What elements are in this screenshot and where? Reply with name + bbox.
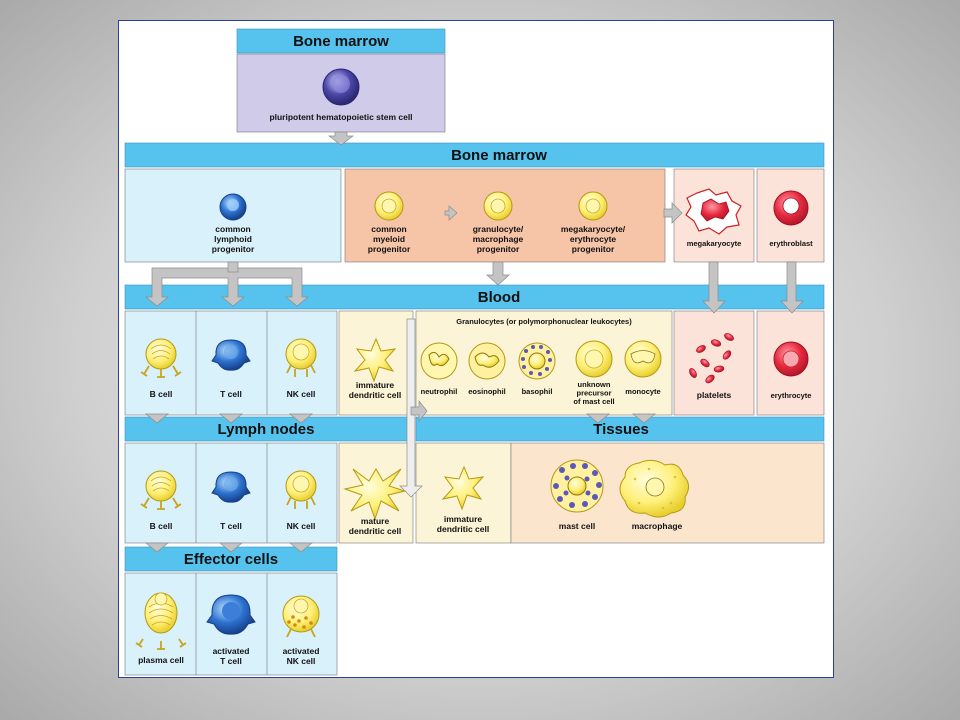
- label-neutrophil: neutrophil: [421, 387, 458, 396]
- label-nk-cell-lymph: NK cell: [287, 521, 316, 531]
- megakaryocyte-cell-icon: [685, 188, 742, 235]
- label-mast-cell: mast cell: [559, 521, 595, 531]
- mast-cell-icon: [550, 459, 604, 513]
- label-t-cell-blood: T cell: [220, 389, 242, 399]
- header-blood: Blood: [478, 289, 521, 306]
- label-plasma-cell: plasma cell: [138, 655, 184, 665]
- label-megakaryocyte: megakaryocyte: [687, 239, 742, 248]
- neutrophil-icon: [420, 342, 458, 380]
- b-cell-blood-icon: [140, 338, 182, 378]
- hematopoiesis-diagram: Bone marrow Bone marrow Blood Lymph node…: [124, 28, 825, 676]
- header-tissues: Tissues: [593, 421, 649, 438]
- mature-dc-icon: [343, 468, 407, 521]
- arrows: [145, 131, 804, 553]
- plasma-cell-icon: [135, 592, 187, 650]
- stem-cell-icon: [322, 68, 360, 106]
- basophil-icon: [518, 342, 556, 380]
- immature-dc-blood-icon: [353, 337, 397, 383]
- b-cell-lymph-icon: [140, 470, 182, 510]
- header-bone-marrow-top: Bone marrow: [293, 33, 389, 50]
- platelets-icon: [689, 333, 734, 384]
- label-eosinophil: eosinophil: [468, 387, 506, 396]
- label-stem-cell: pluripotent hematopoietic stem cell: [269, 112, 412, 122]
- macrophage-icon: [619, 459, 689, 518]
- t-cell-blood-icon: [211, 339, 251, 371]
- activated-nk-cell-icon: [282, 595, 320, 638]
- slide-frame: Bone marrow Bone marrow Blood Lymph node…: [118, 20, 834, 678]
- nk-cell-blood-icon: [285, 338, 317, 377]
- gmp-cell-icon: [483, 191, 513, 221]
- activated-t-cell-icon: [206, 594, 256, 635]
- mep-cell-icon: [578, 191, 608, 221]
- label-platelets: platelets: [697, 390, 732, 400]
- header-bone-marrow: Bone marrow: [451, 147, 547, 164]
- label-monocyte: monocyte: [625, 387, 660, 396]
- label-t-cell-lymph: T cell: [220, 521, 242, 531]
- mast-precursor-icon: [575, 340, 613, 378]
- nk-cell-lymph-icon: [285, 470, 317, 509]
- clp-cell-icon: [219, 193, 247, 221]
- label-erythroblast: erythroblast: [769, 239, 813, 248]
- eosinophil-icon: [468, 342, 506, 380]
- label-b-cell-lymph: B cell: [150, 521, 173, 531]
- label-basophil: basophil: [522, 387, 553, 396]
- immature-dc-tissue-icon: [441, 465, 485, 511]
- header-effector-cells: Effector cells: [184, 551, 278, 568]
- cell-labels: pluripotent hematopoietic stem cell comm…: [138, 112, 813, 666]
- monocyte-icon: [624, 340, 662, 378]
- t-cell-lymph-icon: [211, 471, 251, 503]
- platelet-box: [673, 310, 755, 416]
- label-b-cell-blood: B cell: [150, 389, 173, 399]
- label-granulocytes: Granulocytes (or polymorphonuclear leuko…: [456, 317, 632, 326]
- label-erythrocyte: erythrocyte: [771, 391, 812, 400]
- label-macrophage: macrophage: [632, 521, 683, 531]
- erythroblast-cell-icon: [773, 190, 809, 226]
- header-lymph-nodes: Lymph nodes: [218, 421, 315, 438]
- erythrocyte-icon: [773, 341, 809, 377]
- label-nk-cell-blood: NK cell: [287, 389, 316, 399]
- cmp-cell-icon: [374, 191, 404, 221]
